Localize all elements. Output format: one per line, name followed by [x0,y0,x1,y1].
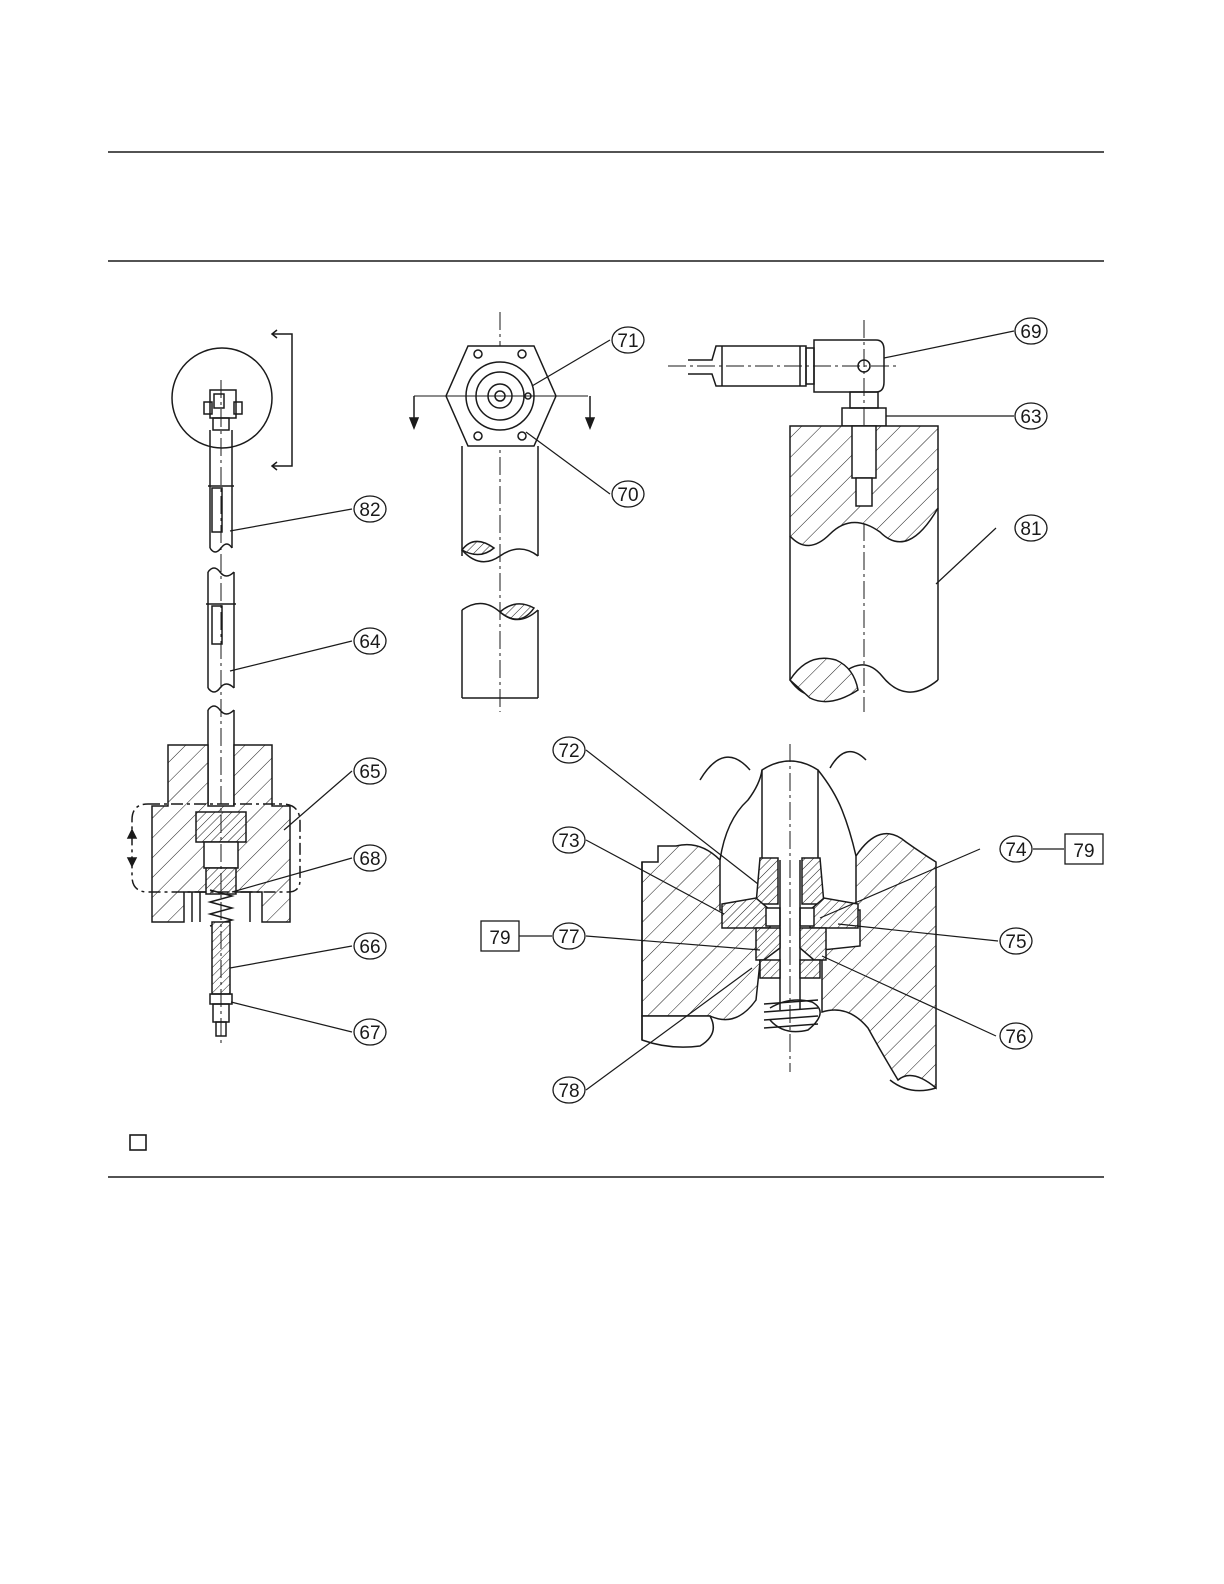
callout-81-label: 81 [1020,519,1041,540]
callout-73: 73 [553,827,585,853]
callout-68: 68 [354,845,386,871]
callout-64: 64 [354,628,386,654]
left-block-section [642,845,760,1020]
legend-box [130,1135,146,1150]
callout-69: 69 [1015,318,1047,344]
callout-67: 67 [354,1019,386,1045]
callout-72: 72 [553,737,585,763]
boxed-callout-79-right: 79 [1065,834,1103,864]
callout-72-label: 72 [558,741,579,762]
bar-fitting-drawing [668,320,938,712]
callout-70-label: 70 [617,485,638,506]
callout-65-label: 65 [359,762,380,783]
callout-63-label: 63 [1020,407,1041,428]
callout-77: 77 [553,923,585,949]
hex-head-drawing [410,312,594,712]
callout-82: 82 [354,496,386,522]
callout-69-label: 69 [1020,322,1041,343]
callout-63: 63 [1015,403,1047,429]
callout-66: 66 [354,933,386,959]
callout-64-label: 64 [359,632,381,653]
boxed-callout-79-left: 79 [481,921,519,951]
callout-67-label: 67 [359,1023,380,1044]
valve-section-drawing [642,744,936,1091]
callout-78-label: 78 [558,1081,579,1102]
right-block-section [822,834,936,1088]
callout-68-label: 68 [359,849,380,870]
callout-77-label: 77 [558,927,579,948]
callout-66-label: 66 [359,937,380,958]
callout-76: 76 [1000,1023,1032,1049]
callout-74-label: 74 [1005,840,1027,861]
callout-82-label: 82 [359,500,380,521]
callout-70: 70 [612,481,644,507]
callout-75-label: 75 [1005,932,1026,953]
callout-76-label: 76 [1005,1027,1026,1048]
callout-73-label: 73 [558,831,579,852]
boxed-callout-79-right-label: 79 [1073,841,1094,862]
boxed-callout-79-left-label: 79 [489,928,510,949]
callout-71-label: 71 [617,331,638,352]
callout-71: 71 [612,327,644,353]
callout-78: 78 [553,1077,585,1103]
callout-81: 81 [1015,515,1047,541]
left-assembly-drawing [128,330,300,1046]
callout-74: 74 [1000,836,1032,862]
callout-65: 65 [354,758,386,784]
dimension-bracket [272,334,292,466]
callout-75: 75 [1000,928,1032,954]
